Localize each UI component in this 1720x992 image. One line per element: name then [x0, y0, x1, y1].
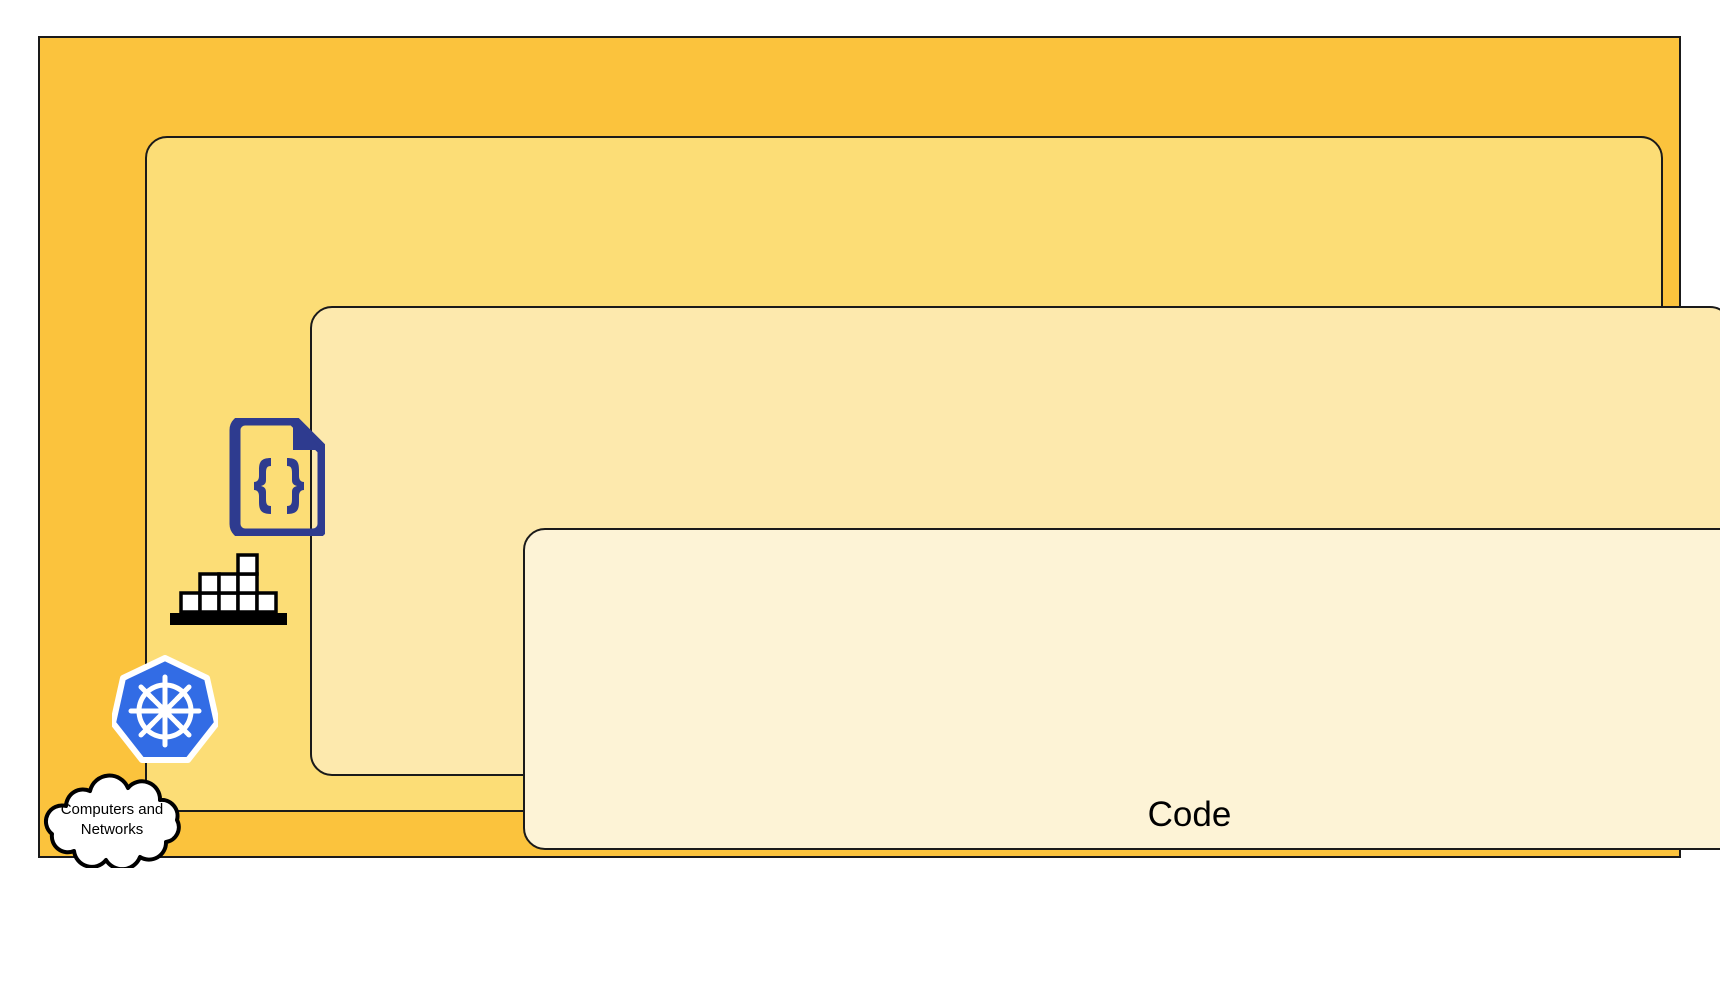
layer-cluster[interactable]: Cluster Container Code [145, 136, 1720, 850]
cloud-icon [44, 773, 181, 872]
json-file-icon [229, 418, 325, 536]
layer-container[interactable]: Container Code [310, 306, 1720, 850]
layer-datacenter[interactable]: Cloud/Co-Lo/Corporate Datacenter Cluster… [38, 36, 1720, 858]
kubernetes-icon [112, 655, 218, 763]
container-blocks-icon [170, 553, 287, 625]
layer-code[interactable]: Code [523, 528, 1720, 850]
layer-code-label: Code [1147, 795, 1232, 834]
cloud-computers-and-networks[interactable]: Computers and Networks [32, 772, 192, 872]
